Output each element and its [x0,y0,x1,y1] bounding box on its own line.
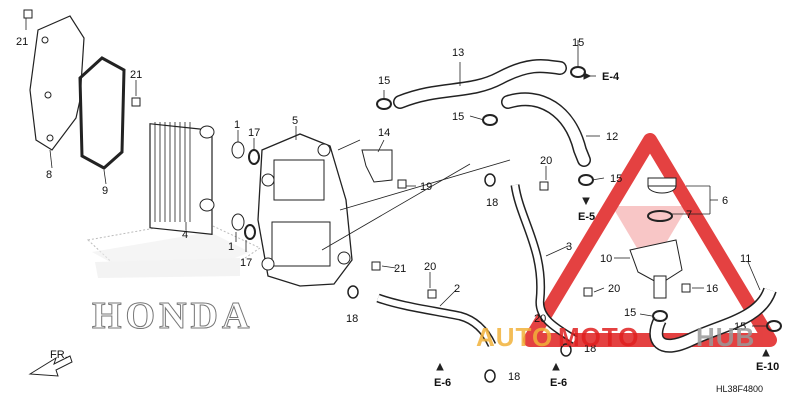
callout-18c: 18 [584,343,596,355]
ref-arrows [436,72,770,371]
callout-3: 3 [566,241,572,253]
callout-15e: 15 [624,307,636,319]
callout-20a: 20 [540,155,552,167]
callout-21a: 21 [16,36,28,48]
callout-12: 12 [606,131,618,143]
callout-1a: 1 [234,119,240,131]
callout-15d: 15 [610,173,622,185]
callout-21c: 21 [394,263,406,275]
callout-13: 13 [452,47,464,59]
part-6-cap [647,177,677,194]
part-17-o-rings [244,149,260,240]
honda-wing-logo: HONDA [86,219,262,338]
callout-19: 19 [420,181,432,193]
ref-e6a: E-6 [434,377,451,389]
callout-15a: 15 [572,37,584,49]
callout-11: 11 [740,253,751,265]
part-5-housing [257,133,353,287]
callout-20d: 20 [534,313,546,325]
callout-18d: 18 [508,371,520,383]
watermark-part3: HUB [696,322,755,352]
callout-15c: 15 [452,111,464,123]
ref-e4: E-4 [602,71,620,83]
callout-7: 7 [686,209,692,221]
part-7-seal [647,210,673,222]
front-direction-arrow: FR. [28,349,73,377]
ref-e10: E-10 [756,361,779,373]
callout-10: 10 [600,253,612,265]
ref-e5: E-5 [578,211,595,223]
callout-14: 14 [378,127,390,139]
callout-18a: 18 [486,197,498,209]
honda-logo-text: HONDA [92,295,253,337]
diagram-code: HL38F4800 [716,384,763,394]
watermark-part2: MOTO [558,322,640,352]
callout-1b: 1 [228,241,234,253]
callout-16: 16 [706,283,718,295]
watermark-text: AUTO MOTO HUB [476,322,755,352]
callout-2: 2 [454,283,460,295]
leader-lines [25,18,766,327]
ref-e6b: E-6 [550,377,567,389]
callout-20c: 20 [608,283,620,295]
bolts [23,9,691,299]
watermark-triangle [523,133,777,347]
callout-8: 8 [46,169,52,181]
part-14-bracket [361,149,393,183]
part-4-oil-cooler [149,122,215,235]
callout-21b: 21 [130,69,142,81]
part-8-cover [29,15,85,151]
part-1-collars [231,141,245,231]
callout-15b: 15 [378,75,390,87]
part-10-housing [629,239,683,299]
callout-5: 5 [292,115,298,127]
clamps-15 [376,66,782,332]
front-label: FR. [50,349,68,361]
callout-4: 4 [182,229,188,241]
washers-18 [347,173,572,383]
callout-6: 6 [722,195,728,207]
callout-20b: 20 [424,261,436,273]
callout-18b: 18 [346,313,358,325]
callout-17b: 17 [240,257,252,269]
watermark-part1: AUTO [476,322,553,352]
callout-9: 9 [102,185,108,197]
callout-17a: 17 [248,127,260,139]
callout-15f: 15 [734,321,746,333]
part-9-gasket [78,56,126,170]
